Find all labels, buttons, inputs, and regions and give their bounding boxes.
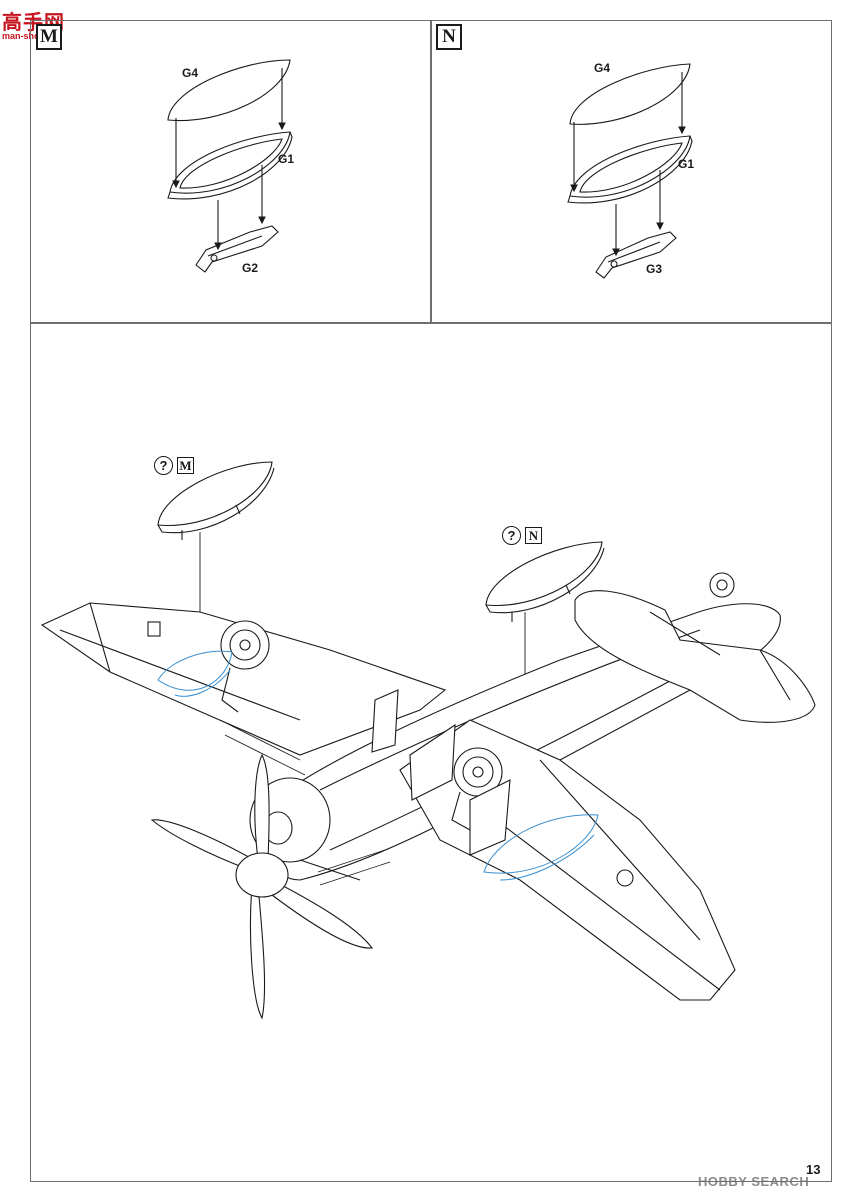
panel-m-parts-diagram bbox=[167, 59, 293, 273]
propeller-blade-right bbox=[267, 879, 374, 949]
question-icon: ? bbox=[154, 456, 173, 475]
n-label-g3: G3 bbox=[646, 262, 663, 276]
panel-n-parts-diagram bbox=[567, 63, 693, 279]
left-main-wheel bbox=[220, 620, 270, 670]
propeller-blade-upper bbox=[254, 753, 270, 861]
n-g3-strut-part bbox=[595, 231, 677, 279]
main-n-door-cover bbox=[485, 541, 603, 607]
main-assembly-frame bbox=[30, 322, 832, 1182]
n-g1-frame-part bbox=[569, 135, 691, 198]
m-g1-frame-part bbox=[169, 131, 291, 194]
propeller bbox=[150, 753, 374, 1020]
main-m-door-cover bbox=[157, 461, 273, 527]
panel-m-frame bbox=[30, 20, 432, 324]
propeller-blade-lower bbox=[249, 884, 266, 1020]
m-g4-cover-part bbox=[167, 59, 291, 122]
step-m-box: M bbox=[36, 24, 62, 50]
propeller-spinner bbox=[235, 852, 289, 898]
propeller-blade-left bbox=[150, 819, 255, 871]
n-door-placement-outline bbox=[483, 814, 599, 874]
main-aircraft-assembly bbox=[40, 461, 816, 1020]
n-label-g1: G1 bbox=[678, 157, 695, 171]
tail-wheel bbox=[709, 572, 735, 598]
rivet-panels bbox=[219, 719, 391, 886]
step-n-box: N bbox=[436, 24, 462, 50]
m-label-g4: G4 bbox=[182, 66, 199, 80]
n-label-g4: G4 bbox=[594, 61, 611, 75]
callout-step-m: ? M bbox=[154, 456, 194, 475]
m-door-placement-outline bbox=[157, 650, 233, 691]
panel-n-frame bbox=[430, 20, 832, 324]
watermark-url: man-shou.net bbox=[2, 31, 62, 41]
m-g2-strut-part bbox=[195, 225, 279, 273]
callout-step-m-box: M bbox=[177, 457, 194, 474]
placement-outlines bbox=[157, 650, 599, 881]
callout-step-n-box: N bbox=[525, 527, 542, 544]
question-icon: ? bbox=[502, 526, 521, 545]
m-label-g1: G1 bbox=[278, 152, 295, 166]
left-wing bbox=[40, 602, 447, 756]
page-number: 13 bbox=[806, 1162, 821, 1177]
horizontal-stabilizer bbox=[574, 590, 816, 723]
watermark-top-left: 高手网 man-shou.net bbox=[2, 6, 65, 41]
n-g4-cover-part bbox=[569, 63, 691, 125]
callout-step-n: ? N bbox=[502, 526, 542, 545]
m-label-g2: G2 bbox=[242, 261, 259, 275]
